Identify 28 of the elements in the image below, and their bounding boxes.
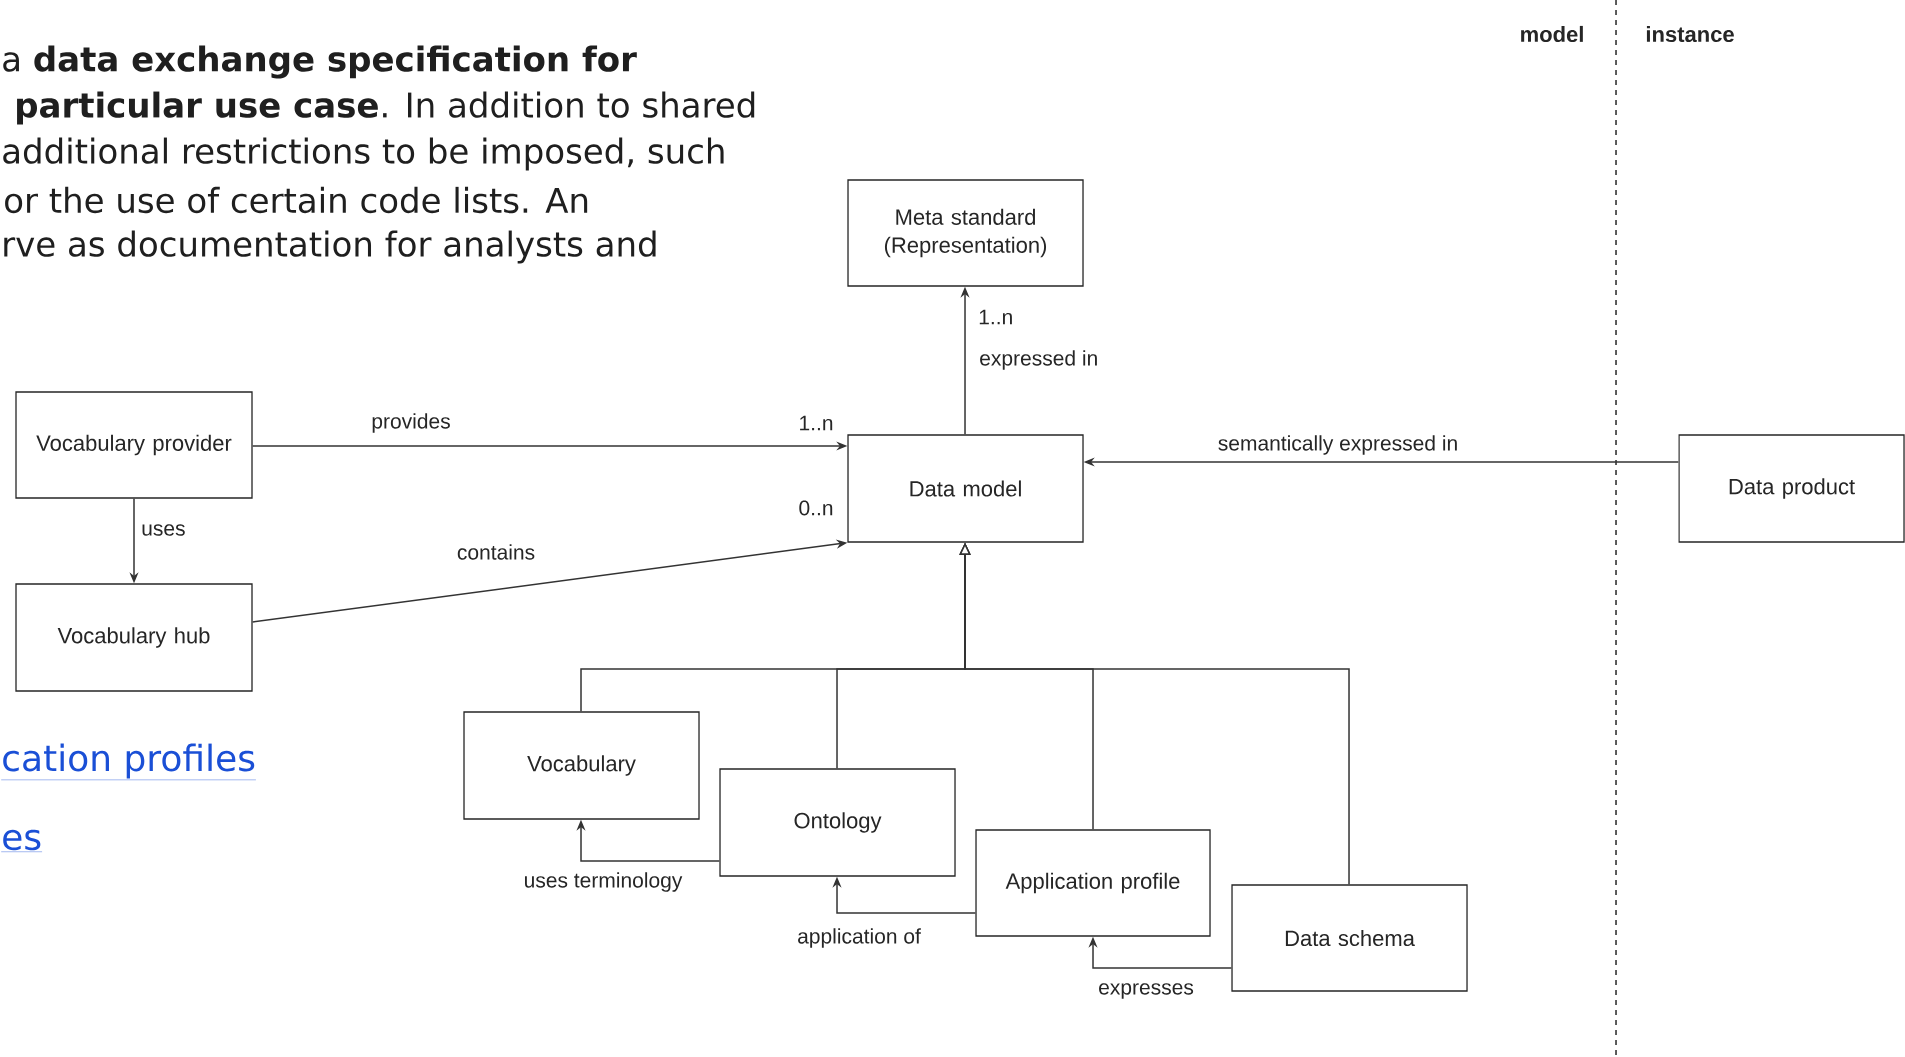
paragraph-line: additional restrictions to be imposed, such bbox=[3, 137, 724, 171]
paragraph-line: a data exchange specification for bbox=[3, 45, 637, 79]
class-box: Data model bbox=[847, 434, 1084, 543]
edge-label: uses bbox=[140, 523, 187, 537]
class-box: Vocabulary bbox=[463, 711, 700, 820]
edge-label: uses terminology bbox=[522, 871, 684, 893]
column-heading: instance bbox=[1646, 25, 1734, 43]
link-text: es bbox=[1, 829, 43, 852]
edge-label: semantically expressed in bbox=[1216, 434, 1460, 456]
edge-label: application of bbox=[796, 927, 922, 949]
class-box: Data product bbox=[1678, 434, 1905, 543]
paragraph-line: particular use case. In addition to shared bbox=[17, 91, 755, 125]
edge-label: expressed in bbox=[978, 349, 1100, 371]
class-box: Vocabulary provider bbox=[15, 391, 253, 499]
class-box: Application profile bbox=[975, 829, 1211, 937]
edge-label: provides bbox=[370, 412, 452, 434]
class-box: Meta standard (Representation) bbox=[847, 179, 1084, 287]
edge-label: expresses bbox=[1097, 982, 1195, 1000]
column-heading: model bbox=[1521, 25, 1583, 43]
paragraph-line: or the use of certain code lists. An bbox=[5, 186, 588, 214]
class-box: Ontology bbox=[719, 768, 956, 877]
link-text: cation profiles bbox=[1, 743, 257, 781]
class-box: Data schema bbox=[1231, 884, 1468, 992]
class-box: Vocabulary hub bbox=[15, 583, 253, 692]
paragraph-line: rve as documentation for analysts and bbox=[4, 230, 656, 264]
multiplicity-label: 1..n bbox=[979, 309, 1012, 325]
edge-label: contains bbox=[455, 543, 537, 561]
multiplicity-label: 1..n bbox=[800, 415, 833, 431]
